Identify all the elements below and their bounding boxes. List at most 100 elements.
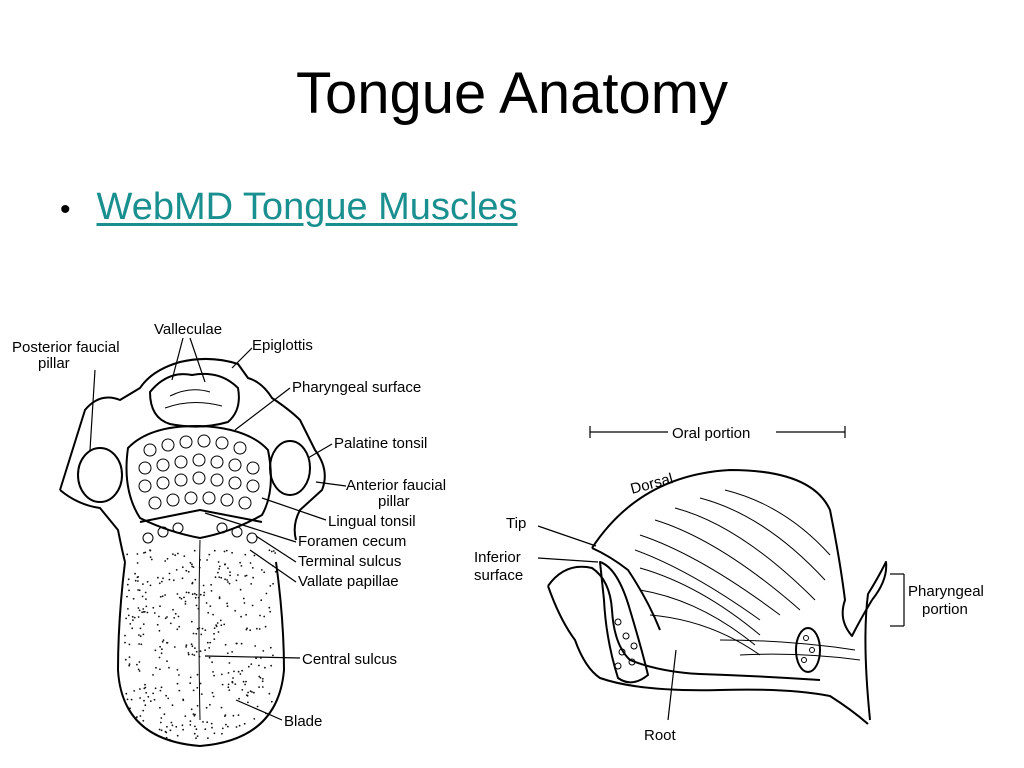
stipple-dot [176,628,179,631]
stipple-dot [226,579,229,581]
stipple-dot [196,735,199,737]
stipple-dot [170,721,173,724]
stipple-dot [150,558,153,561]
stipple-dot [246,694,249,697]
stipple-dot [185,591,188,594]
stipple-dot [223,623,226,626]
stipple-dot [215,624,218,626]
stipple-dot [187,652,190,654]
stipple-dot [135,716,138,719]
stipple-dot [272,582,274,585]
stipple-dot [129,623,132,625]
stipple-dot [208,656,211,659]
stipple-dot [239,588,242,591]
label-pharyngeal-portion-1: Pharyngeal [908,583,984,600]
stipple-dot [240,565,243,567]
stipple-dot [152,606,155,609]
stipple-dot [127,608,129,610]
stipple-dot [227,686,230,689]
stipple-dot [224,643,227,646]
stipple-dot [251,604,254,607]
stipple-dot [137,580,139,582]
stipple-dot [174,554,177,557]
stipple-dot [204,649,207,652]
stipple-dot [124,658,127,661]
stipple-dot [162,577,164,580]
stipple-dot [145,691,148,694]
stipple-dot [213,732,216,735]
stipple-dot [272,550,275,552]
stipple-dot [255,657,257,660]
stipple-dot [210,590,213,592]
stipple-dot [227,683,230,686]
stipple-dot [213,549,216,552]
stipple-dot [237,714,240,716]
stipple-dot [129,707,132,710]
stipple-dot [263,571,266,574]
stipple-dot [182,698,185,701]
stipple-dot [176,682,179,685]
stipple-dot [137,668,140,671]
stipple-dot [192,713,195,715]
stipple-dot [244,575,247,577]
webmd-tongue-muscles-link[interactable]: WebMD Tongue Muscles [96,186,518,228]
stipple-dot [269,646,272,649]
stipple-dot [169,622,172,625]
stipple-dot [231,551,234,554]
stipple-dot [171,724,174,727]
stipple-dot [132,597,135,600]
stipple-dot [224,563,227,565]
stipple-dot [226,605,229,608]
stipple-dot [146,580,149,583]
stipple-dot [181,566,184,569]
stipple-dot [237,574,239,576]
stipple-dot [143,699,145,702]
stipple-dot [237,670,240,673]
stipple-dot [274,552,277,554]
stipple-dot [259,676,262,679]
stipple-dot [138,670,141,672]
stipple-dot [156,623,159,626]
stipple-dot [191,593,194,596]
stipple-dot [228,582,231,585]
stipple-dot [149,556,152,558]
stipple-dot [157,576,159,579]
label-root: Root [644,727,677,744]
stipple-dot [195,604,198,607]
stipple-dot [199,682,202,685]
stipple-dot [134,579,137,582]
stipple-dot [205,706,208,709]
stipple-dot [233,670,235,673]
stipple-dot [139,697,142,699]
stipple-dot [240,615,243,618]
stipple-dot [142,623,145,625]
stipple-dot [195,632,198,635]
dorsal-view-illustration: Posterior faucial pillar Valleculae Epig… [12,321,446,747]
stipple-dot [231,680,234,683]
stipple-dot [224,578,227,581]
stipple-dot [202,721,204,723]
label-epiglottis: Epiglottis [252,337,313,354]
stipple-dot [126,583,129,586]
stipple-dot [144,591,147,594]
stipple-dot [194,578,197,581]
stipple-dot [199,650,202,653]
stipple-dot [251,567,254,569]
stipple-dot [144,551,147,554]
stipple-dot [209,641,212,644]
stipple-dot [127,614,130,617]
label-pharyngeal-surface: Pharyngeal surface [292,379,421,396]
stipple-dot [138,634,140,636]
stipple-dot [166,725,168,728]
stipple-dot [191,565,194,568]
stipple-dot [134,572,137,575]
stipple-dot [191,653,194,656]
stipple-dot [270,550,273,553]
stipple-dot [167,697,170,700]
stipple-dot [196,686,199,689]
stipple-dot [149,549,152,552]
sagittal-view-illustration: Oral portion Dorsal [474,425,984,744]
stipple-dot [258,686,260,688]
stipple-dot [138,589,141,592]
stipple-dot [138,643,141,645]
